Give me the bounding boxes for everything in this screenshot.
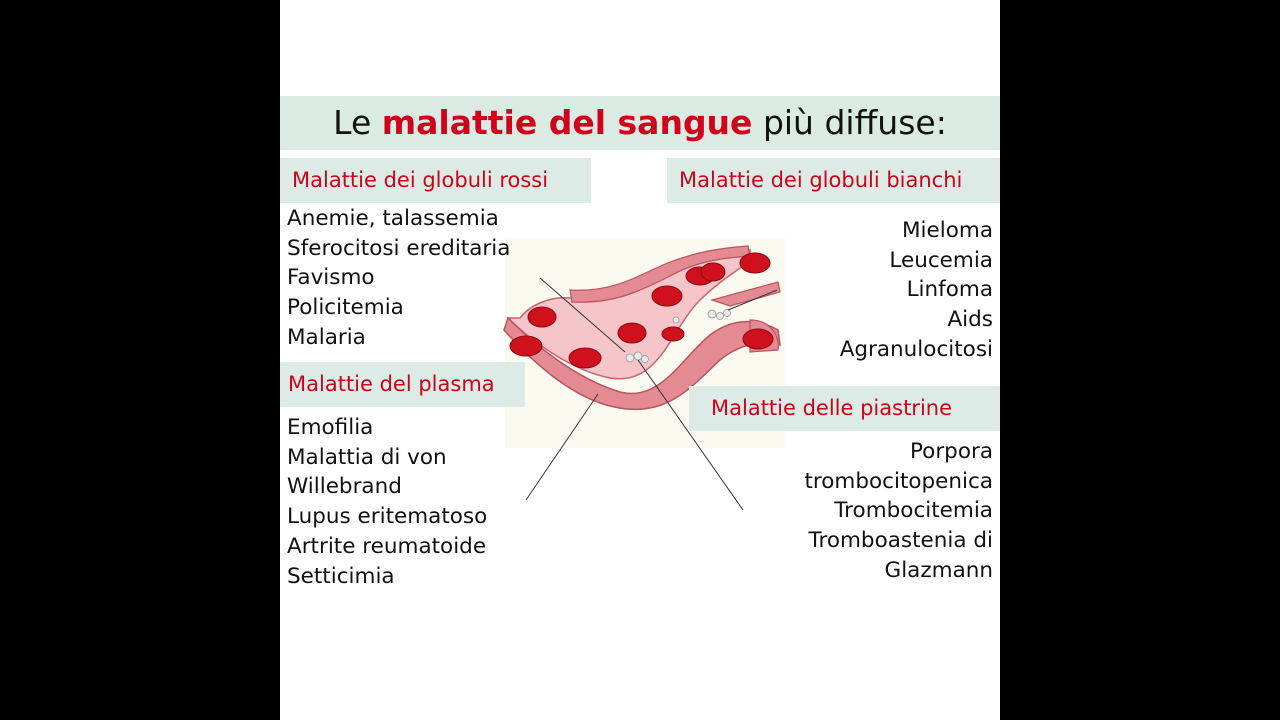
vessel-branch	[709, 281, 781, 307]
list-item: Mieloma	[902, 218, 993, 243]
list-item: Lupus eritematoso	[287, 504, 488, 530]
vessel-end	[749, 319, 779, 353]
slide: Le malattie del sangue più diffuse:	[280, 0, 1000, 720]
list-item: Trombocitemia	[834, 498, 993, 524]
list-item: Favismo	[287, 265, 375, 291]
pointer-line-red-cells	[539, 277, 626, 353]
section-heading-platelets: Malattie delle piastrine	[689, 386, 1000, 431]
list-item: Artrite reumatoide	[287, 533, 487, 559]
page-title: Le malattie del sangue più diffuse:	[280, 96, 1000, 150]
platelet	[716, 312, 724, 320]
red-blood-cell	[742, 328, 774, 350]
red-cells-disease-list: Anemie, talassemia Sferocitosi ereditari…	[287, 204, 510, 353]
title-suffix: più diffuse:	[762, 103, 947, 142]
list-item: Anemie, talassemia	[287, 206, 499, 231]
platelet	[723, 309, 731, 317]
red-blood-cell	[509, 335, 543, 357]
section-heading-white-cells: Malattie dei globuli bianchi	[667, 158, 1000, 203]
list-item: Leucemia	[889, 247, 993, 273]
red-blood-cell	[617, 322, 647, 344]
vessel-wall	[506, 249, 751, 380]
title-bar	[280, 96, 1000, 150]
list-item: Porpora	[909, 439, 993, 464]
section-heading-plasma: Malattie del plasma	[280, 362, 525, 407]
list-item: Policitemia	[287, 295, 404, 321]
platelet	[707, 309, 717, 319]
white-cells-disease-list: Mieloma Leucemia Linfoma Aids Agranuloci…	[840, 216, 993, 365]
red-blood-cell	[527, 306, 557, 328]
red-blood-cell	[739, 252, 771, 274]
platelets	[625, 309, 731, 363]
red-blood-cell	[651, 285, 683, 307]
platelet	[641, 355, 649, 363]
list-item: Aids	[947, 307, 993, 333]
section-heading-red-cells: Malattie dei globuli rossi	[280, 158, 591, 203]
red-blood-cell	[685, 266, 715, 286]
platelets-disease-list: Porpora trombocitopenica Trombocitemia T…	[804, 437, 993, 586]
list-item: trombocitopenica	[804, 468, 993, 494]
red-blood-cell	[661, 326, 685, 342]
title-highlight: malattie del sangue	[381, 103, 753, 142]
red-blood-cell	[568, 347, 602, 369]
list-item: Glazmann	[884, 557, 993, 583]
list-item: Sferocitosi ereditaria	[287, 235, 511, 261]
platelet	[672, 316, 680, 324]
list-item: Linfoma	[906, 277, 993, 303]
list-item: Willebrand	[287, 474, 402, 500]
platelet	[625, 353, 635, 363]
list-item: Setticimia	[287, 563, 395, 589]
vessel-wall-upper	[569, 245, 751, 303]
list-item: Agranulocitosi	[839, 336, 993, 362]
plasma-disease-list: Emofilia Malattia di von Willebrand Lupu…	[287, 413, 487, 591]
platelet	[633, 351, 643, 361]
list-item: Malattia di von	[287, 444, 447, 470]
list-item: Tromboastenia di	[808, 528, 993, 554]
pointer-line-platelets	[637, 359, 744, 511]
list-item: Emofilia	[287, 415, 374, 440]
title-prefix: Le	[333, 103, 372, 142]
red-blood-cell	[700, 262, 726, 282]
pointer-line-plasma	[525, 393, 599, 501]
list-item: Malaria	[287, 324, 366, 350]
pointer-line-white-cells	[727, 289, 778, 311]
red-blood-cells	[509, 252, 774, 369]
